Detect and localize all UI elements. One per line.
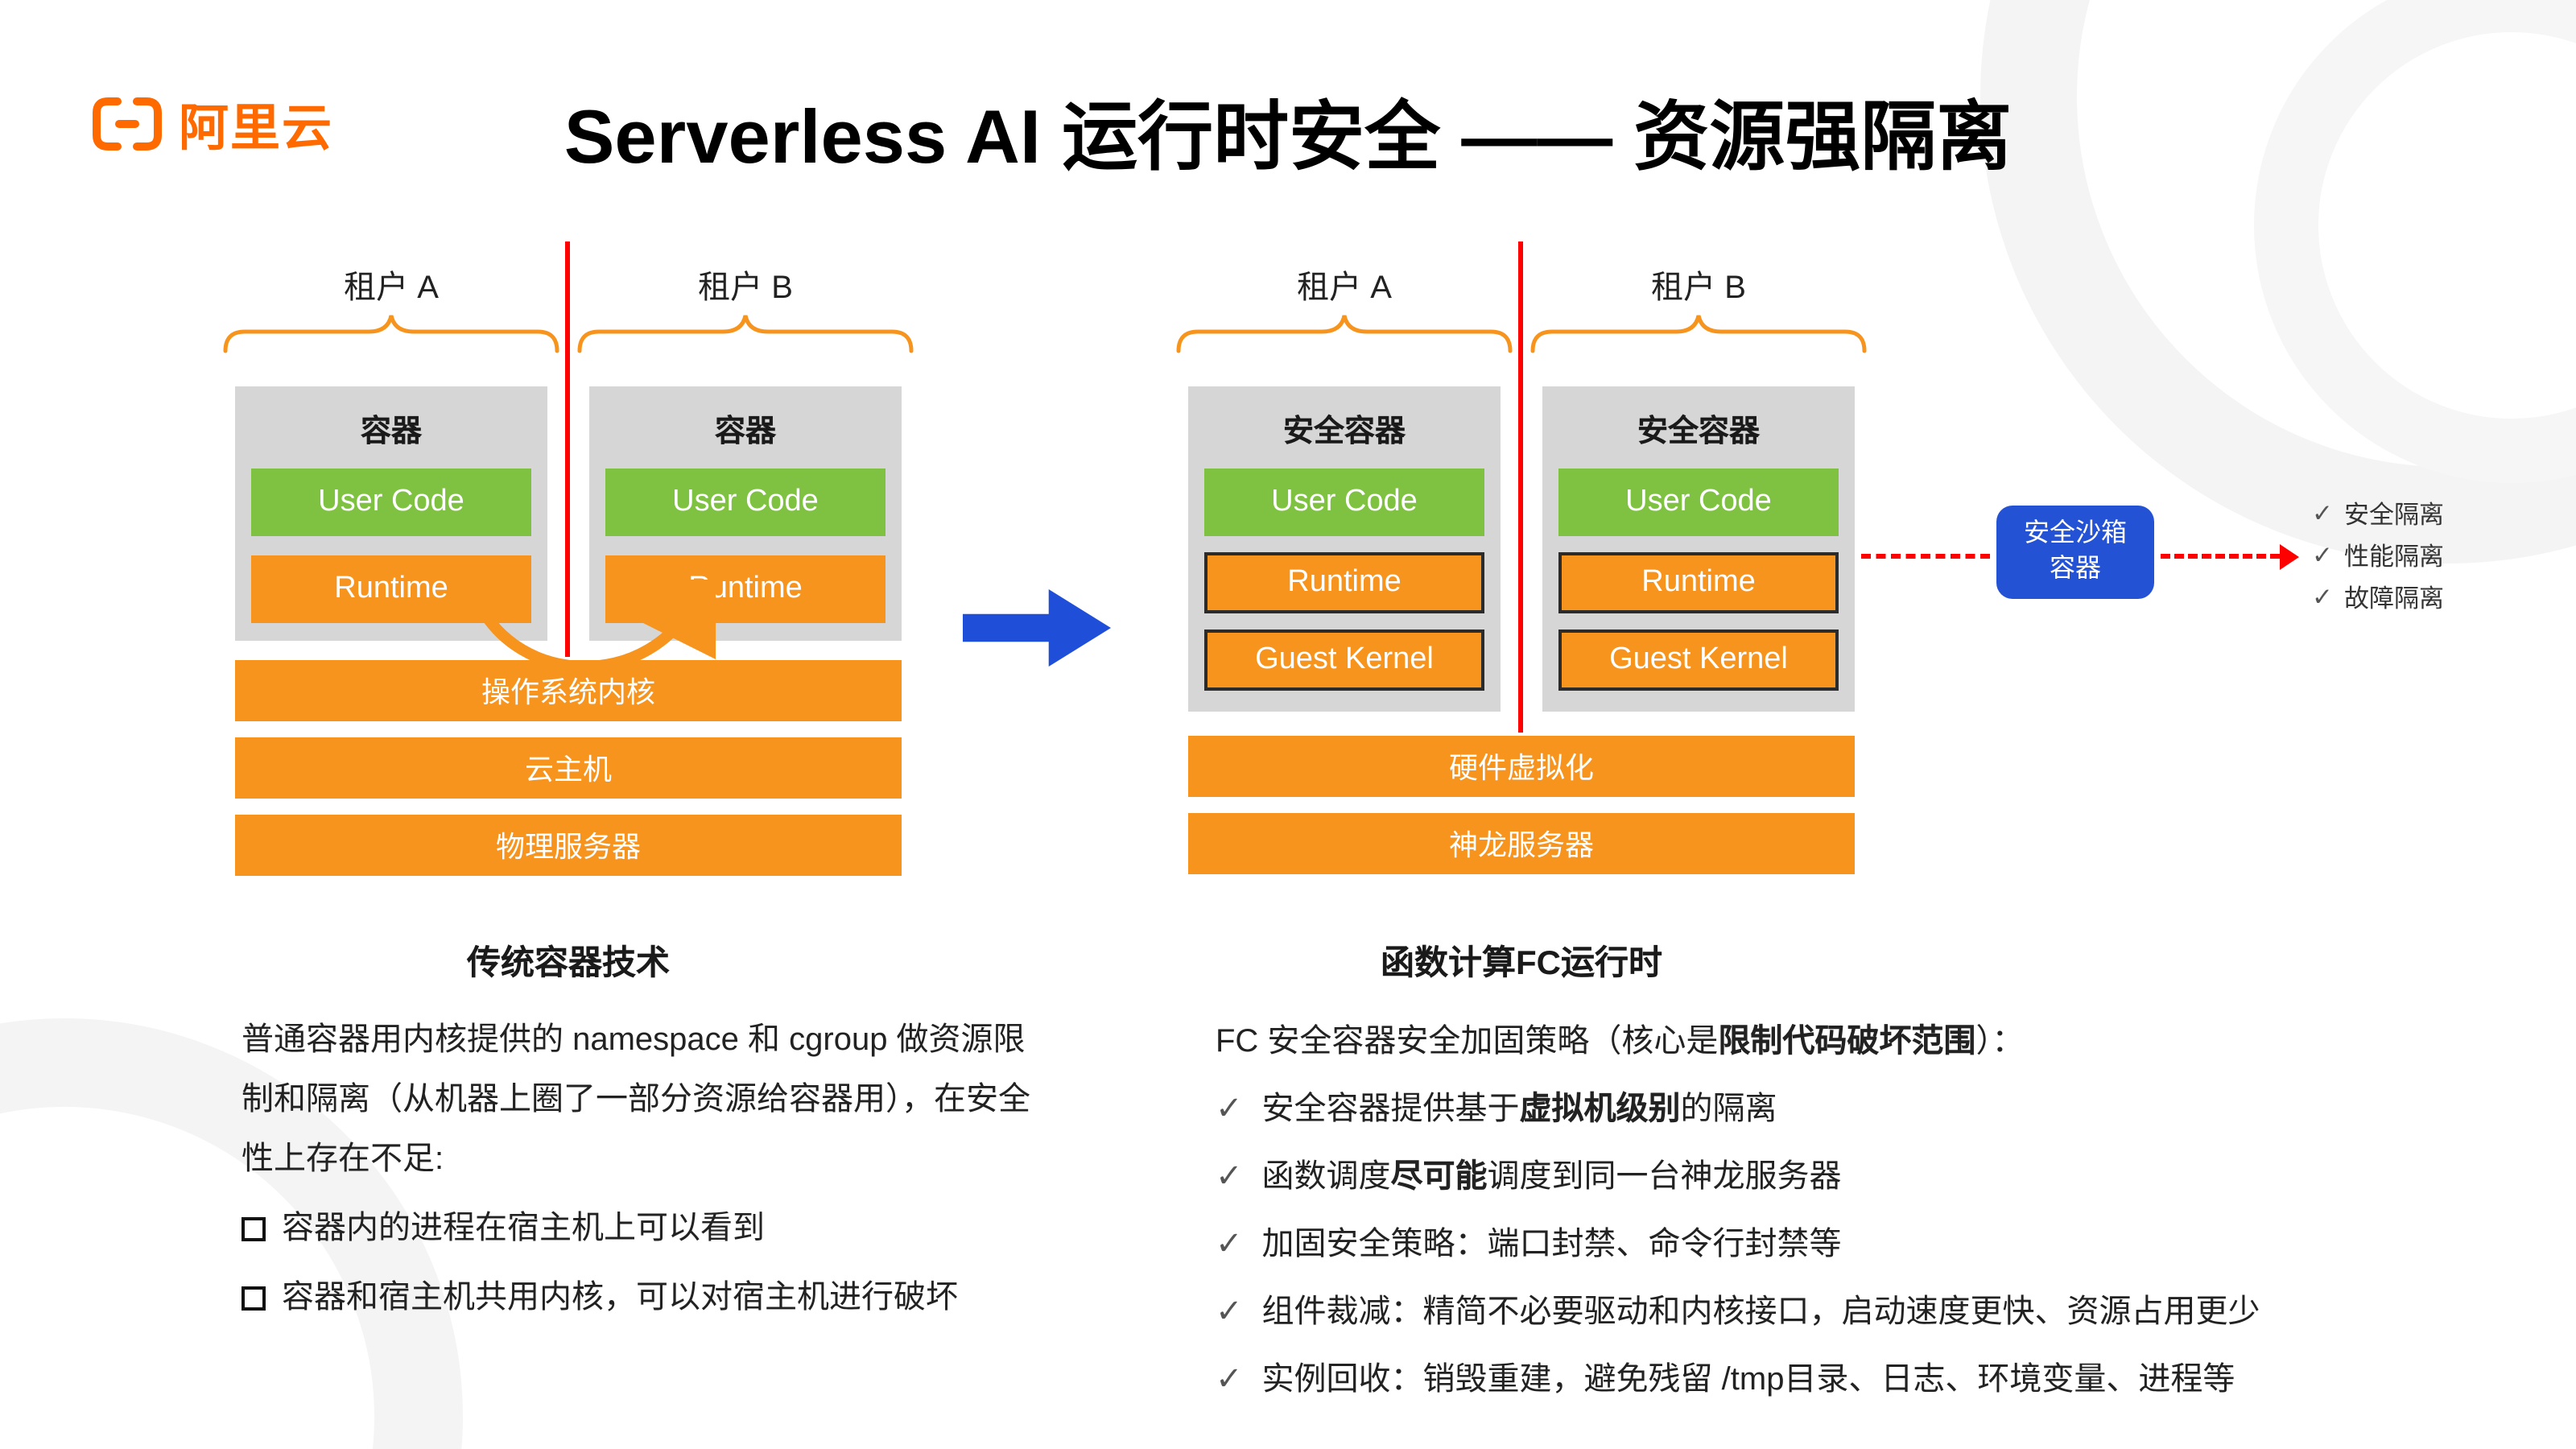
tenant-b-label-left: 租户 B bbox=[698, 270, 793, 306]
check-icon: ✓ bbox=[1216, 1227, 1243, 1262]
list-item: ✓ 加固安全策略：端口封禁、命令行封禁等 bbox=[1216, 1217, 2297, 1274]
container-box-tenant-a: 容器 User Code Runtime bbox=[235, 386, 547, 641]
physical-server-bar: 物理服务器 bbox=[235, 815, 902, 876]
cross-tenant-curved-arrow-icon bbox=[471, 580, 716, 672]
traditional-container-notes: 普通容器用内核提供的 namespace 和 cgroup 做资源限制和隔离（从… bbox=[242, 1011, 1040, 1328]
square-bullet-icon bbox=[242, 1217, 266, 1241]
note-text: 实例回收：销毁重建，避免残留 /tmp目录、日志、环境变量、进程等 bbox=[1261, 1362, 2235, 1397]
benefit-label: 性能隔离 bbox=[2344, 544, 2445, 572]
check-icon: ✓ bbox=[1216, 1159, 1243, 1195]
dashed-arrow-line bbox=[2161, 554, 2280, 559]
isolation-divider-line bbox=[565, 242, 570, 657]
check-icon: ✓ bbox=[1216, 1294, 1243, 1330]
user-code-block: User Code bbox=[251, 469, 531, 536]
left-diagram-caption: 传统容器技术 bbox=[467, 945, 670, 982]
guest-kernel-block: Guest Kernel bbox=[1204, 630, 1484, 691]
user-code-block: User Code bbox=[1204, 469, 1484, 536]
page-title: Serverless AI 运行时安全 —— 资源强隔离 bbox=[564, 93, 2013, 179]
brace-icon bbox=[577, 315, 914, 353]
secure-container-box-tenant-a: 安全容器 User Code Runtime Guest Kernel bbox=[1188, 386, 1501, 712]
list-item: ✓ 故障隔离 bbox=[2312, 576, 2444, 618]
lead-text: ）： bbox=[1975, 1024, 2025, 1059]
check-icon: ✓ bbox=[1216, 1092, 1243, 1127]
check-icon: ✓ bbox=[2312, 500, 2333, 527]
alibaba-cloud-logo-icon bbox=[93, 97, 162, 150]
right-diagram-caption: 函数计算FC运行时 bbox=[1381, 945, 1662, 982]
brace-icon bbox=[1176, 315, 1513, 353]
list-item: ✓ 函数调度尽可能调度到同一台神龙服务器 bbox=[1216, 1150, 2297, 1206]
runtime-block: Runtime bbox=[1558, 552, 1839, 613]
container-title: 容器 bbox=[360, 415, 422, 449]
fc-hardening-notes: FC 安全容器安全加固策略（核心是限制代码破坏范围）： ✓ 安全容器提供基于虚拟… bbox=[1216, 1014, 2297, 1409]
shenlong-server-bar: 神龙服务器 bbox=[1188, 813, 1855, 874]
note-text: 组件裁减：精简不必要驱动和内核接口，启动速度更快、资源占用更少 bbox=[1261, 1294, 2260, 1330]
dashed-arrow-head-icon bbox=[2280, 544, 2312, 570]
hardware-virtualization-bar: 硬件虚拟化 bbox=[1188, 736, 1855, 797]
lead-text: FC 安全容器安全加固策略（核心是 bbox=[1216, 1024, 1719, 1059]
guest-kernel-block: Guest Kernel bbox=[1558, 630, 1839, 691]
lead-bold-text: 限制代码破坏范围 bbox=[1718, 1024, 1976, 1059]
check-icon: ✓ bbox=[1216, 1362, 1243, 1397]
isolation-benefits-list: ✓ 安全隔离 ✓ 性能隔离 ✓ 故障隔离 bbox=[2312, 493, 2444, 618]
container-title: 容器 bbox=[714, 415, 776, 449]
isolation-divider-line bbox=[1518, 242, 1523, 733]
notes-lead: FC 安全容器安全加固策略（核心是限制代码破坏范围）： bbox=[1216, 1014, 2297, 1071]
secure-sandbox-container-box: 安全沙箱 容器 bbox=[1996, 506, 2154, 599]
list-item: ✓ 安全隔离 bbox=[2312, 493, 2444, 535]
alibaba-cloud-logo: 阿里云 bbox=[90, 87, 333, 159]
list-item: ✓ 组件裁减：精简不必要驱动和内核接口，启动速度更快、资源占用更少 bbox=[1216, 1285, 2297, 1341]
notes-lead: 普通容器用内核提供的 namespace 和 cgroup 做资源限制和隔离（从… bbox=[242, 1022, 1030, 1177]
tenant-b-label-right: 租户 B bbox=[1651, 270, 1746, 306]
user-code-block: User Code bbox=[1558, 469, 1839, 536]
check-icon: ✓ bbox=[2312, 584, 2333, 611]
benefit-label: 安全隔离 bbox=[2344, 502, 2445, 530]
check-icon: ✓ bbox=[2312, 542, 2333, 569]
square-bullet-icon bbox=[242, 1286, 266, 1311]
list-item: ✓ 实例回收：销毁重建，避免残留 /tmp目录、日志、环境变量、进程等 bbox=[1216, 1352, 2297, 1409]
runtime-block: Runtime bbox=[1204, 552, 1484, 613]
benefit-label: 故障隔离 bbox=[2344, 586, 2445, 613]
list-item: ✓ 性能隔离 bbox=[2312, 535, 2444, 576]
brace-icon bbox=[1530, 315, 1867, 353]
note-text: 容器和宿主机共用内核，可以对宿主机进行破坏 bbox=[282, 1280, 958, 1315]
tenant-a-label-left: 租户 A bbox=[344, 270, 439, 306]
note-text: 函数调度尽可能调度到同一台神龙服务器 bbox=[1261, 1159, 1842, 1195]
secure-container-box-tenant-b: 安全容器 User Code Runtime Guest Kernel bbox=[1542, 386, 1855, 712]
note-text: 加固安全策略：端口封禁、命令行封禁等 bbox=[1261, 1227, 1842, 1262]
container-title: 安全容器 bbox=[1637, 415, 1760, 449]
note-text: 容器内的进程在宿主机上可以看到 bbox=[282, 1211, 765, 1246]
dashed-arrow-line bbox=[1861, 554, 1990, 559]
list-item: 容器内的进程在宿主机上可以看到 bbox=[242, 1199, 1040, 1259]
user-code-block: User Code bbox=[605, 469, 886, 536]
cloud-host-bar: 云主机 bbox=[235, 737, 902, 799]
brace-icon bbox=[223, 315, 559, 353]
sandbox-label-line1: 安全沙箱 bbox=[2023, 520, 2127, 548]
note-text: 安全容器提供基于虚拟机级别的隔离 bbox=[1261, 1092, 1777, 1127]
container-title: 安全容器 bbox=[1282, 415, 1406, 449]
list-item: ✓ 安全容器提供基于虚拟机级别的隔离 bbox=[1216, 1082, 2297, 1138]
tenant-a-label-right: 租户 A bbox=[1297, 270, 1392, 306]
logo-text: 阿里云 bbox=[179, 100, 333, 156]
list-item: 容器和宿主机共用内核，可以对宿主机进行破坏 bbox=[242, 1269, 1040, 1328]
sandbox-label-line2: 容器 bbox=[2049, 555, 2101, 583]
